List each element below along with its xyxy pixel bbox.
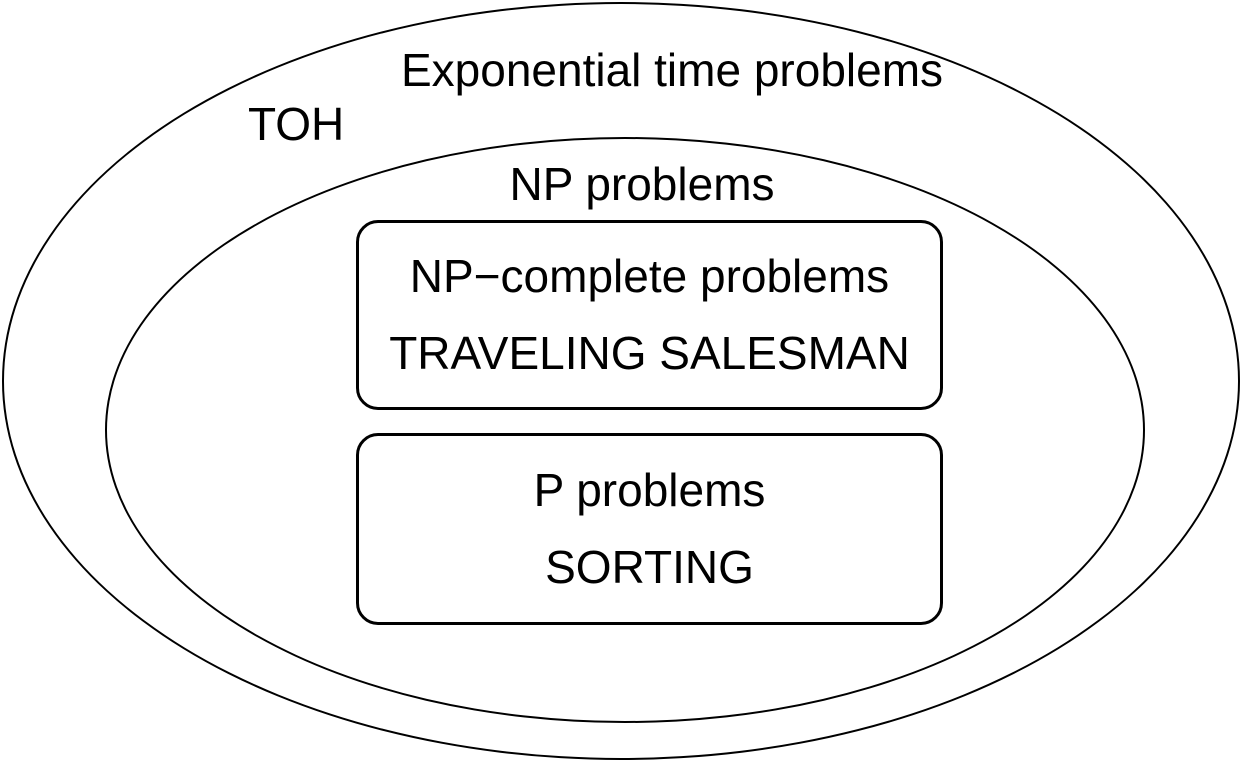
np-complete-problems-title: NP−complete problems bbox=[409, 249, 890, 302]
np-problems-label: NP problems bbox=[509, 158, 775, 210]
traveling-salesman-label: TRAVELING SALESMAN bbox=[389, 327, 910, 379]
p-problems-box: P problems SORTING bbox=[356, 433, 943, 625]
sorting-label: SORTING bbox=[545, 541, 754, 593]
p-problems-title: P problems bbox=[533, 463, 766, 516]
np-complete-problems-box: NP−complete problems TRAVELING SALESMAN bbox=[356, 220, 943, 410]
np-problems-ellipse bbox=[105, 137, 1145, 723]
exponential-time-problems-label: Exponential time problems bbox=[400, 44, 944, 96]
toh-label: TOH bbox=[248, 98, 345, 150]
